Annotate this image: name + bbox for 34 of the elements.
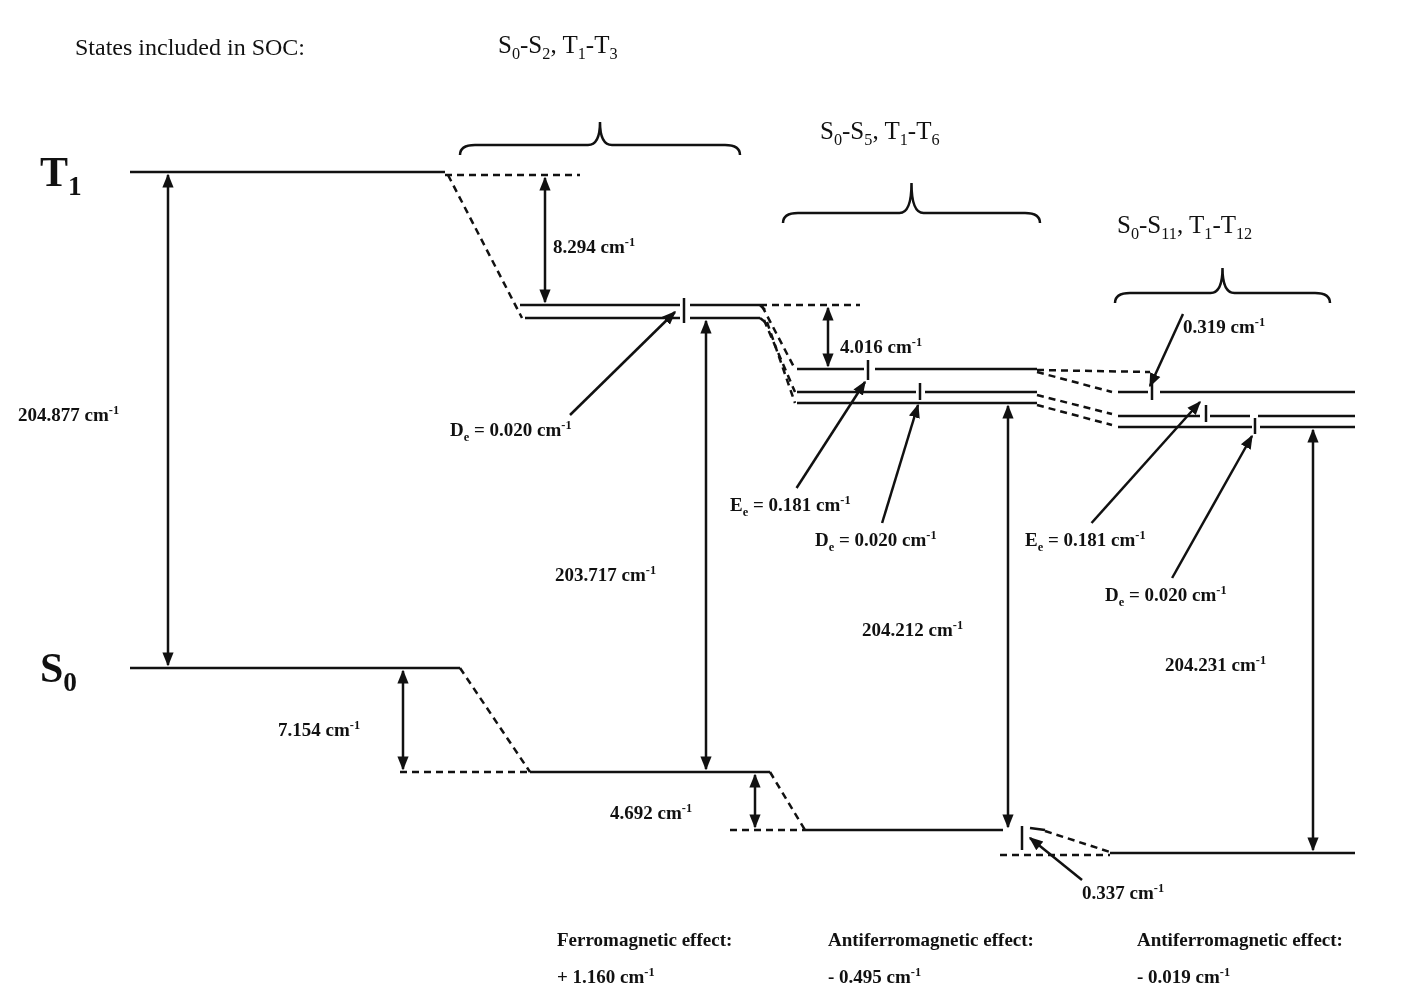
leader-line (795, 380, 867, 489)
energy-gap-label: 204.231 cm$^{-1}$ (1165, 652, 1267, 678)
leader-line (569, 311, 676, 416)
annotation-label: E$_{e}$ = 0.181 cm$^{-1}$ (730, 488, 851, 525)
energy-gap-label: 204.212 cm$^{-1}$ (862, 617, 964, 643)
level-label: S$_{0}$ (40, 644, 77, 700)
state-range-label: S$_{0}$-S$_{11}$, T$_{1}$-T$_{12}$ (1117, 210, 1253, 245)
effect-label: Antiferromagnetic effect: (1137, 928, 1343, 952)
energy-gap-label: 8.294 cm$^{-1}$ (553, 234, 636, 260)
effect-value: - 0.019 cm$^{-1}$ (1137, 964, 1231, 990)
energy-gap-label: 4.016 cm$^{-1}$ (840, 334, 923, 360)
effect-value: - 0.495 cm$^{-1}$ (828, 964, 922, 990)
state-range-label: S$_{0}$-S$_{2}$, T$_{1}$-T$_{3}$ (498, 30, 618, 65)
annotation-label: 0.319 cm$^{-1}$ (1183, 310, 1266, 340)
effect-label: Antiferromagnetic effect: (828, 928, 1034, 952)
state-range-label: S$_{0}$-S$_{5}$, T$_{1}$-T$_{6}$ (820, 116, 940, 151)
energy-gap-label: 204.877 cm$^{-1}$ (18, 402, 120, 428)
level-label: T$_{1}$ (40, 148, 82, 204)
energy-gap-label: 7.154 cm$^{-1}$ (278, 717, 361, 743)
leader-line (1028, 837, 1083, 881)
effect-label: Ferromagnetic effect: (557, 928, 733, 952)
energy-gap-label: 203.717 cm$^{-1}$ (555, 562, 657, 588)
annotation-label: 0.337 cm$^{-1}$ (1082, 876, 1165, 906)
energy-gap-label: 4.692 cm$^{-1}$ (610, 800, 693, 826)
leader-line (1148, 313, 1185, 388)
annotation-label: D$_{e}$ = 0.020 cm$^{-1}$ (1105, 578, 1227, 615)
effect-value: + 1.160 cm$^{-1}$ (557, 964, 655, 990)
leader-line (1171, 434, 1254, 579)
annotation-label: D$_{e}$ = 0.020 cm$^{-1}$ (450, 413, 572, 450)
leader-line (880, 403, 920, 524)
heading: States included in SOC: (75, 33, 305, 62)
leader-line (1090, 400, 1201, 524)
annotation-label: E$_{e}$ = 0.181 cm$^{-1}$ (1025, 523, 1146, 560)
annotation-label: D$_{e}$ = 0.020 cm$^{-1}$ (815, 523, 937, 560)
